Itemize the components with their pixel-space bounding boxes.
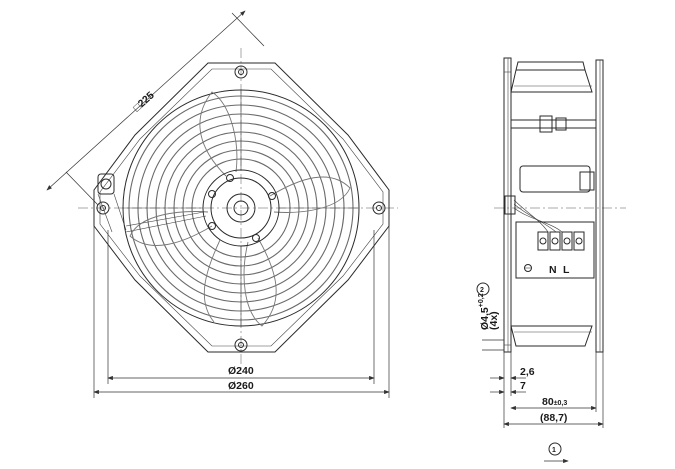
inner-diameter-label: Ø240 — [228, 365, 254, 377]
note-2-marker — [476, 282, 490, 296]
terminal-neutral-label: N — [549, 264, 557, 276]
outer-diameter-label: Ø260 — [228, 380, 254, 392]
mounting-hole-bottom — [234, 338, 248, 352]
diagonal-dimension-label: □225 — [131, 89, 157, 114]
mounting-hole-right — [372, 201, 386, 215]
front-view: □225 Ø240 Ø260 — [46, 10, 398, 398]
overall-depth-label: (88,7) — [540, 412, 567, 424]
diameter-dimensions — [93, 226, 390, 398]
diagonal-dimension — [46, 10, 265, 206]
capacitor — [519, 165, 591, 193]
terminal-block — [515, 221, 595, 279]
note-2-label: 2 — [480, 287, 484, 294]
earth-symbol — [524, 264, 532, 272]
rear-flange — [595, 59, 604, 353]
housing-depth-label: 80±0,3 — [542, 396, 567, 408]
flange-offset-label: 2,6 — [520, 366, 535, 378]
terminal-line-label: L — [563, 264, 570, 276]
guard-bar — [510, 119, 597, 129]
note-1-marker — [548, 442, 562, 456]
note-1-label: 1 — [552, 447, 556, 454]
side-view: N L 2 Ø4,5+0,2 (4x) 2,6 7 80±0,3 (88,7) — [476, 57, 626, 464]
wire-bundle — [504, 195, 563, 233]
hole-diameter-label: Ø4,5+0,2 — [478, 293, 491, 330]
housing-bottom-profile — [510, 325, 593, 347]
cable-gland — [97, 173, 127, 233]
motor-hub — [202, 169, 280, 247]
flange-depth-label: 7 — [520, 380, 526, 392]
mounting-hole-left — [96, 201, 110, 215]
hole-count-label: (4x) — [488, 311, 500, 330]
housing-inner-outline — [99, 68, 384, 347]
front-flange — [503, 57, 512, 353]
housing-top-profile — [510, 61, 593, 93]
depth-dimensions — [490, 352, 604, 428]
